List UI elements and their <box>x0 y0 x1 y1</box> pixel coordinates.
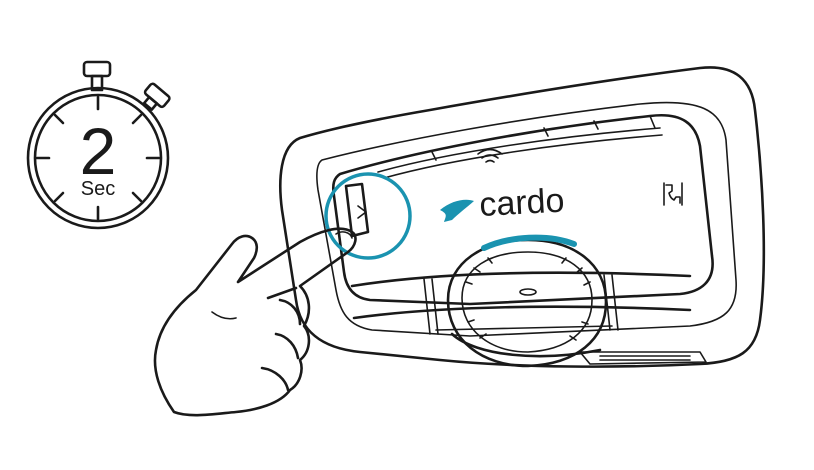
cardo-logo-icon <box>440 199 474 222</box>
stopwatch-stem <box>90 74 104 92</box>
stopwatch-crown <box>82 60 112 78</box>
top-grip <box>431 115 656 161</box>
hand-pointer-icon <box>153 227 357 417</box>
finger-little <box>260 366 290 392</box>
strap-bottom-edge <box>435 325 613 331</box>
play-icon <box>357 205 367 219</box>
brand-name: cardo <box>478 182 565 224</box>
bottom-vent <box>579 351 707 365</box>
finger-index-base <box>266 286 298 300</box>
finger-ring <box>274 332 300 360</box>
headset-device: cardo <box>279 66 766 368</box>
dial-center <box>519 288 537 296</box>
bottom-vent-lines <box>599 355 691 361</box>
faceplate-top-ridge <box>377 127 661 173</box>
stopwatch-ticks <box>35 95 161 221</box>
finger-middle <box>278 298 302 326</box>
left-button-frame <box>344 182 370 238</box>
button-highlight-circle[interactable] <box>324 172 412 260</box>
device-inner-shell <box>316 101 737 337</box>
stopwatch-side-button <box>142 82 171 111</box>
led-indicator-arc <box>481 234 577 251</box>
stopwatch-inner-ring <box>33 93 163 223</box>
hand-outline <box>153 227 357 417</box>
timer-unit: Sec <box>81 178 115 200</box>
phone-icon <box>663 182 683 206</box>
device-outer-shell <box>279 66 766 368</box>
thumb-crease <box>211 311 237 320</box>
wifi-icon <box>477 148 503 163</box>
strap-band-lower <box>352 305 692 320</box>
dial-inner <box>461 251 593 353</box>
fingertip-nail <box>335 231 353 239</box>
stopwatch-outer-ring <box>26 86 170 230</box>
device-faceplate <box>331 113 714 306</box>
stopwatch-icon: 2 Sec <box>26 60 171 230</box>
faceplate-top-ridge-inner <box>383 134 663 179</box>
timer-value: 2 <box>80 114 117 188</box>
dial-knurl <box>465 257 591 341</box>
strap-band <box>350 271 692 288</box>
